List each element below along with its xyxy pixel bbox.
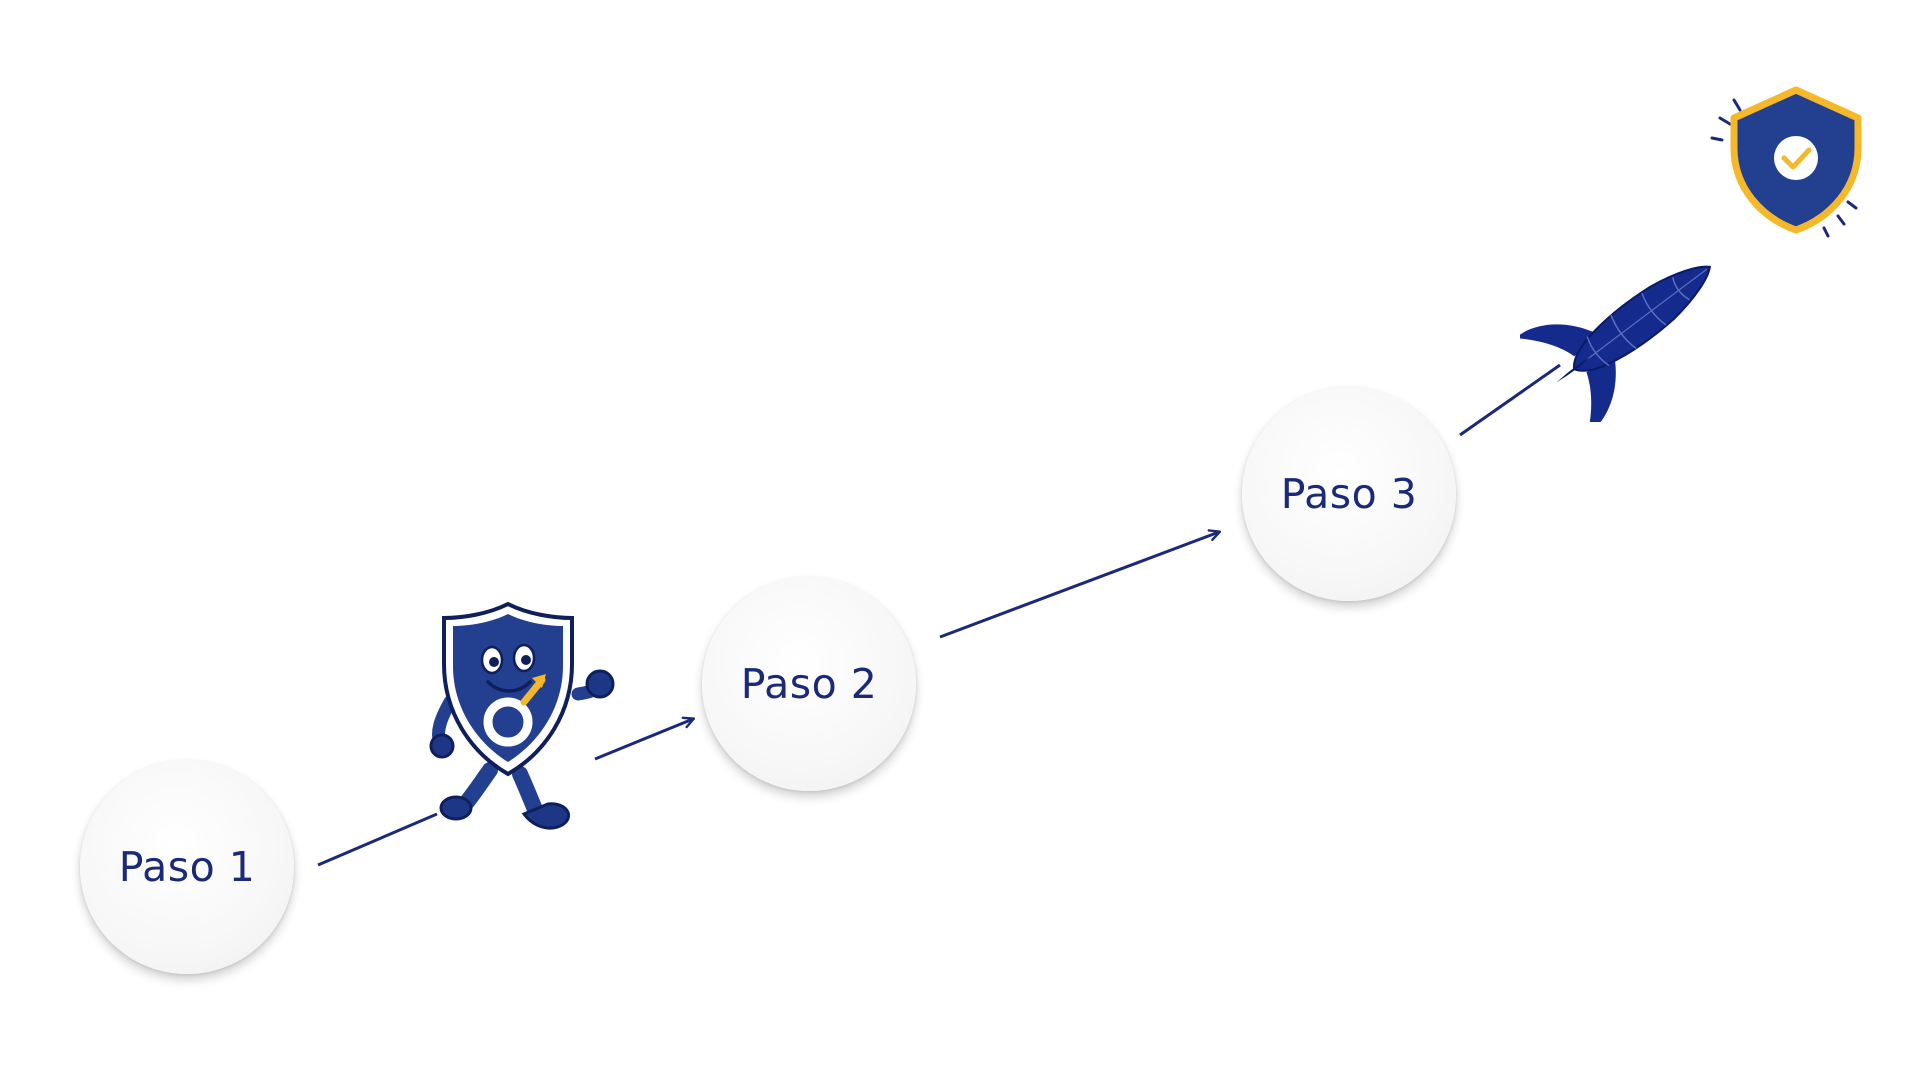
step-2-label: Paso 2 — [740, 660, 878, 708]
step-1-circle: Paso 1 — [80, 760, 294, 974]
step-2-circle: Paso 2 — [702, 577, 916, 791]
connector-step1-mascot — [317, 812, 438, 867]
step-3-label: Paso 3 — [1280, 470, 1418, 518]
connector-step2-step3 — [939, 529, 1222, 639]
step-1-label: Paso 1 — [118, 843, 256, 891]
connector-step3-rocket — [1459, 363, 1561, 437]
step-3-circle: Paso 3 — [1242, 387, 1456, 601]
rocket-icon — [1520, 265, 1711, 422]
shield-check-icon — [1710, 86, 1862, 238]
shield-mascot-icon — [429, 602, 615, 830]
connector-mascot-step2 — [594, 716, 696, 761]
